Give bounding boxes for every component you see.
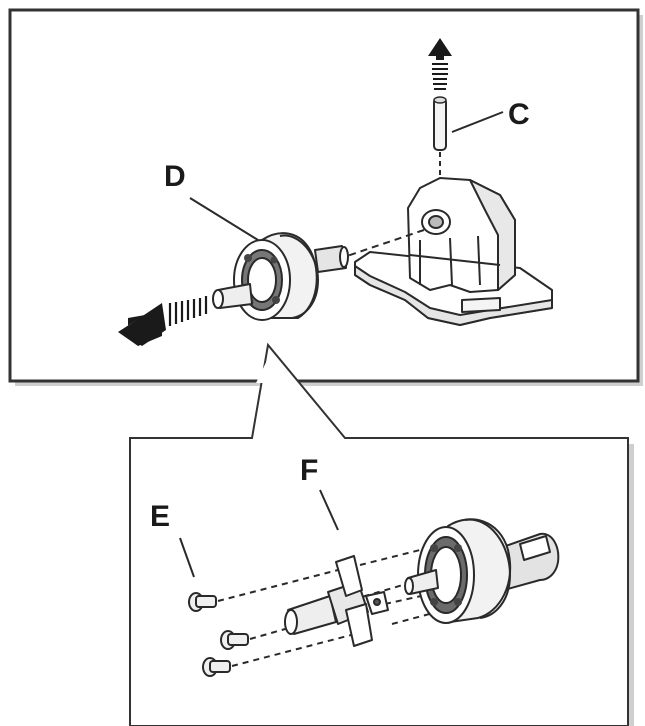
callout-f: F bbox=[300, 454, 339, 531]
roller-assembly-d bbox=[212, 232, 349, 321]
mounting-bracket bbox=[354, 177, 553, 326]
detail-panel bbox=[129, 342, 634, 726]
screws-e bbox=[188, 592, 249, 677]
label-c: C bbox=[508, 98, 530, 131]
roller-detail bbox=[404, 518, 560, 624]
screw-1 bbox=[188, 592, 217, 612]
assembly-line-d bbox=[343, 229, 425, 258]
callout-d: D bbox=[164, 160, 259, 241]
screw-3 bbox=[202, 657, 231, 677]
callout-c: C bbox=[451, 98, 530, 133]
part-f bbox=[284, 555, 389, 647]
label-f: F bbox=[300, 454, 318, 487]
screw-2 bbox=[220, 630, 249, 650]
top-panel bbox=[8, 8, 643, 386]
arrow-up-icon bbox=[428, 38, 452, 90]
label-e: E bbox=[150, 500, 170, 533]
arrow-left-icon bbox=[118, 296, 208, 346]
label-d: D bbox=[164, 160, 186, 193]
callout-e: E bbox=[150, 500, 195, 578]
